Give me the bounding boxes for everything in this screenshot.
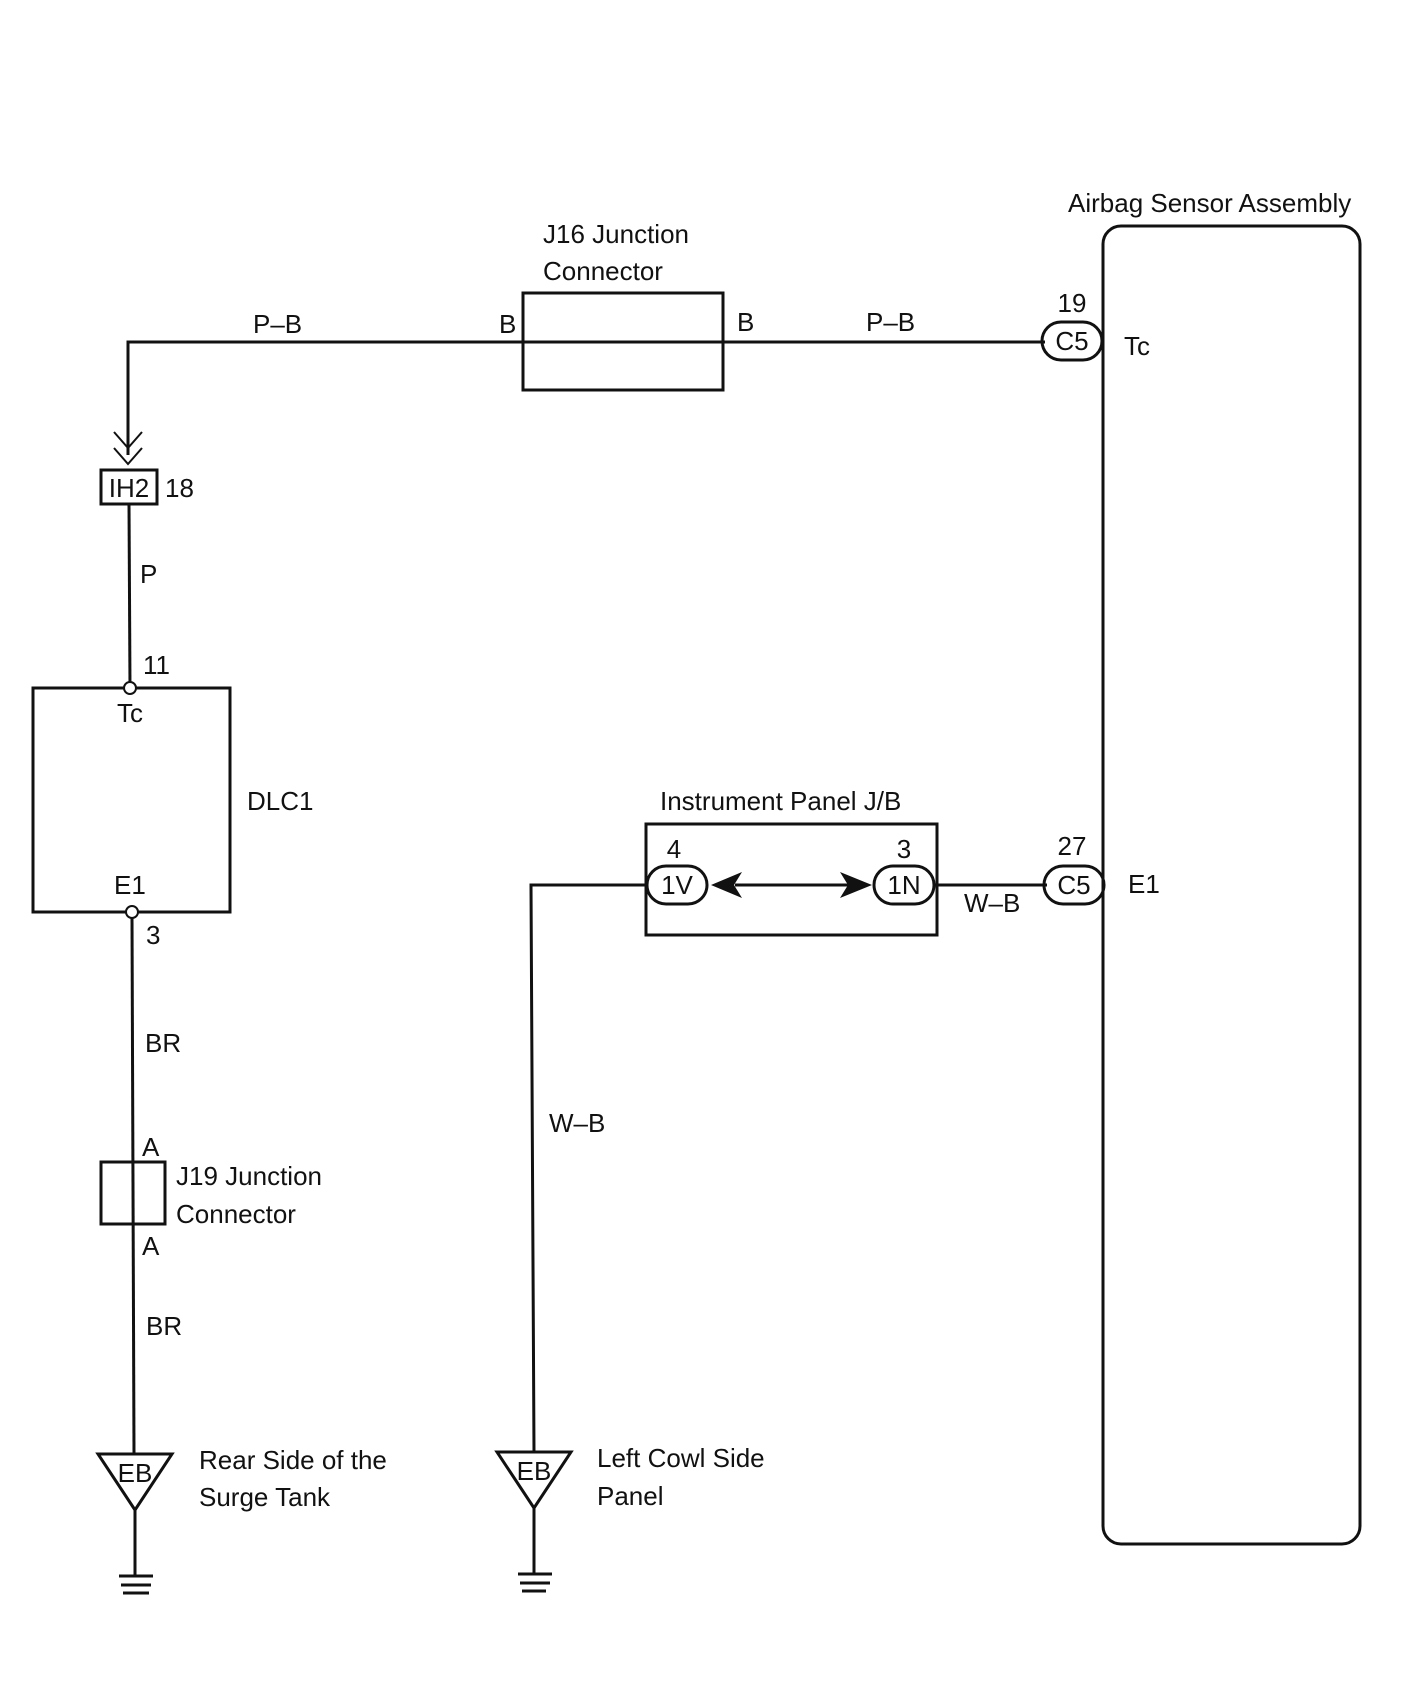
- ip-jb-right-arrow-icon: [840, 872, 872, 898]
- j19-box: [99, 1160, 167, 1226]
- instrument-panel-jb: Instrument Panel J/B 1V 4 1N 3: [644, 786, 939, 937]
- wire-label-pb-left: P–B: [253, 309, 302, 339]
- c5-connector-top: C5 19: [1040, 288, 1104, 362]
- wire-label-br-upper: BR: [145, 1028, 181, 1058]
- wire-label-p: P: [140, 559, 157, 589]
- c5-bottom-oval: [1042, 864, 1106, 906]
- ground-right-label: EB: [517, 1456, 552, 1486]
- ip-jb-1n-pin: 3: [897, 834, 911, 864]
- ip-jb-1v-label: 1V: [661, 870, 693, 900]
- dlc1-label: DLC1: [247, 786, 313, 816]
- j19-junction-connector: A A J19 Junction Connector: [99, 1132, 322, 1261]
- ih2-chevron-lower: [113, 447, 143, 466]
- j16-label-line1: J16 Junction: [543, 219, 689, 249]
- ground-right-location-line1: Left Cowl Side: [597, 1443, 765, 1473]
- ground-right-triangle: [494, 1450, 574, 1511]
- wire-label-wb-mid: W–B: [549, 1108, 605, 1138]
- ground-left-label: EB: [118, 1458, 153, 1488]
- c5-top-oval: [1040, 320, 1104, 362]
- dlc1-terminal-e1: [125, 905, 139, 919]
- ground-point-left: EB Rear Side of the Surge Tank: [95, 1445, 387, 1595]
- ih2-box: [99, 468, 159, 506]
- wire-wb-mid: [529, 883, 647, 1454]
- ground-left-triangle: [95, 1452, 175, 1513]
- ground-left-location-line1: Rear Side of the: [199, 1445, 387, 1475]
- c5-top-label: C5: [1055, 326, 1088, 356]
- wire-label-br-lower: BR: [146, 1311, 182, 1341]
- dlc1-pin-tc-number: 11: [143, 650, 170, 680]
- dlc1-pin-e1: E1: [114, 870, 146, 900]
- ground-right-location-line2: Panel: [597, 1481, 664, 1511]
- ip-jb-1n-label: 1N: [887, 870, 920, 900]
- ip-jb-left-arrow-icon: [711, 872, 742, 898]
- c5-top-pin-number: 19: [1058, 288, 1087, 318]
- j16-junction-connector: J16 Junction Connector B B: [499, 219, 754, 392]
- airbag-pin-tc: Tc: [1124, 331, 1150, 361]
- ih2-connector: IH2 18: [99, 431, 194, 506]
- dlc1-terminal-tc: [123, 681, 137, 695]
- wire-pb-left: [126, 340, 523, 455]
- j16-pin-left: B: [499, 309, 516, 339]
- ground-point-right: EB Left Cowl Side Panel: [494, 1443, 765, 1593]
- ip-jb-label: Instrument Panel J/B: [660, 786, 901, 816]
- ip-jb-1v-pin: 4: [667, 834, 681, 864]
- airbag-pin-e1: E1: [1128, 869, 1160, 899]
- wire-br: [130, 917, 136, 1455]
- j16-pin-right: B: [737, 307, 754, 337]
- dlc1-pin-tc: Tc: [117, 698, 143, 728]
- j19-label-line1: J19 Junction: [176, 1161, 322, 1191]
- ih2-chevron-upper: [113, 431, 143, 450]
- c5-connector-bottom: C5 27: [1042, 831, 1106, 906]
- c5-bottom-label: C5: [1057, 870, 1090, 900]
- dlc1: 11 Tc E1 3 DLC1: [31, 650, 313, 950]
- j19-pin-top: A: [142, 1132, 160, 1162]
- wire-label-wb-right: W–B: [964, 888, 1020, 918]
- wire-label-pb-right: P–B: [866, 307, 915, 337]
- ground-left-location-line2: Surge Tank: [199, 1482, 331, 1512]
- airbag-sensor-label: Airbag Sensor Assembly: [1068, 188, 1351, 218]
- dlc1-pin-e1-number: 3: [146, 920, 160, 950]
- c5-bottom-pin-number: 27: [1058, 831, 1087, 861]
- j19-label-line2: Connector: [176, 1199, 296, 1229]
- ip-jb-box: [644, 822, 939, 937]
- wire-p: [127, 503, 132, 689]
- j19-pin-bottom: A: [142, 1231, 160, 1261]
- j16-label-line2: Connector: [543, 256, 663, 286]
- airbag-sensor-assembly: Airbag Sensor Assembly Tc E1: [1068, 188, 1362, 1546]
- ih2-pin-number: 18: [165, 473, 194, 503]
- ih2-label: IH2: [109, 473, 149, 503]
